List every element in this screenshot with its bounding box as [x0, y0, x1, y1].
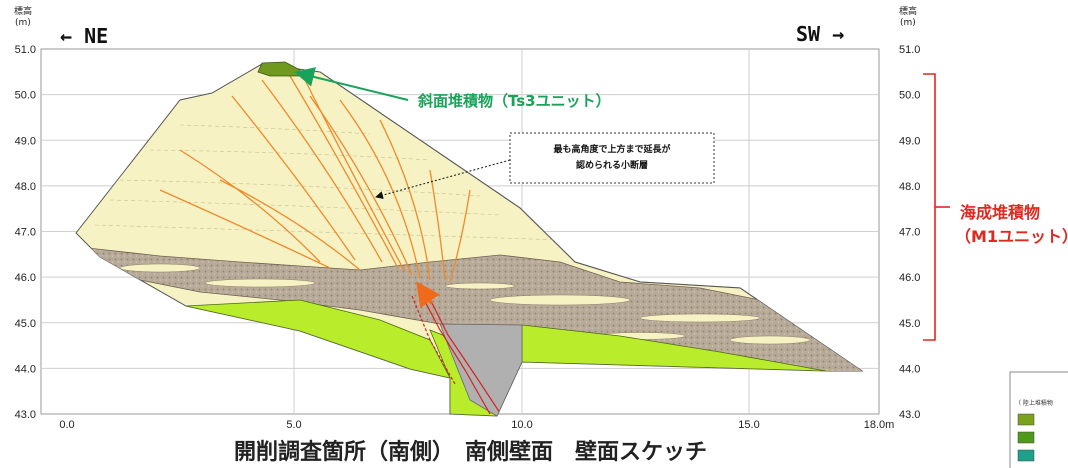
legend-swatch-1: [1017, 413, 1035, 426]
y-tick-right: 43.0: [899, 409, 920, 421]
figure-title: 開削調査箇所（南側） 南側壁面 壁面スケッチ: [234, 439, 707, 465]
y-tick-left: 43.0: [15, 409, 36, 421]
orange-small-faults: [159, 75, 471, 283]
elevation-kanji-left: 標高: [14, 5, 32, 17]
red-fault-lines: [411, 291, 503, 416]
y-tick-left: 49.0: [15, 135, 36, 147]
slope-deposit-arrow: [294, 67, 409, 101]
sand-bedding-lines: [94, 124, 561, 241]
y-tick-right: 48.0: [899, 181, 920, 193]
y-tick-right: 45.0: [899, 318, 920, 330]
y-tick-left: 46.0: [15, 272, 36, 284]
y-tick-left: 50.0: [15, 90, 36, 102]
fault-note-line1: 最も高角度で上方まで延長が: [553, 143, 671, 155]
elevation-unit-right: (m): [900, 18, 916, 28]
legend-swatch-2: [1017, 431, 1035, 444]
y-tick-left: 48.0: [15, 181, 36, 193]
y-tick-right: 44.0: [899, 363, 920, 375]
marine-deposit-bracket: [923, 73, 950, 341]
geologic-section: [75, 61, 864, 417]
legend-swatch-3: [1017, 449, 1035, 462]
x-axis-ticks: 0.0 5.0 10.0 15.0 18.0m: [59, 419, 894, 431]
x-tick: 18.0m: [864, 419, 895, 431]
y-tick-left: 45.0: [15, 318, 36, 330]
fault-note-arrow: [375, 159, 511, 199]
sand-lenses: [119, 263, 811, 345]
x-tick: 15.0: [738, 419, 759, 431]
fault-orange-arrow: [416, 281, 440, 309]
y-tick-right: 50.0: [899, 90, 920, 102]
x-tick: 10.0: [511, 419, 532, 431]
y-axis-ticks-right: 51.0 50.0 49.0 48.0 47.0 46.0 45.0 44.0 43.0: [899, 44, 920, 421]
y-tick-right: 49.0: [899, 135, 920, 147]
direction-ne-label: ← NE: [60, 24, 108, 48]
elevation-label-right: 標高 (m): [899, 5, 917, 28]
y-tick-right: 47.0: [899, 227, 920, 239]
slope-deposit-label: 斜面堆積物（Ts3ユニット）: [417, 92, 611, 110]
marine-deposit-label: 海成堆積物: [960, 203, 1040, 222]
legend-header: （ 陸上堆積物: [1015, 399, 1053, 407]
legend-box: （ 陸上堆積物: [1009, 371, 1068, 468]
elevation-kanji-right: 標高: [899, 5, 917, 17]
marine-deposit-unit: （M1ユニット）: [955, 227, 1068, 246]
elevation-unit-left: (m): [15, 18, 31, 28]
x-tick: 5.0: [286, 419, 301, 431]
fault-note-line2: 認められる小断層: [576, 159, 648, 171]
grey-block: [439, 323, 523, 416]
direction-sw-label: SW →: [796, 22, 844, 46]
y-tick-right: 51.0: [899, 44, 920, 56]
y-tick-left: 51.0: [15, 44, 36, 56]
y-tick-left: 44.0: [15, 363, 36, 375]
y-axis-ticks-left: 51.0 50.0 49.0 48.0 47.0 46.0 45.0 44.0 43.0: [15, 44, 36, 421]
fault-note-box: 最も高角度で上方まで延長が 認められる小断層: [375, 132, 715, 199]
y-tick-right: 46.0: [899, 272, 920, 284]
elevation-label-left: 標高 (m): [14, 5, 32, 28]
y-tick-left: 47.0: [15, 227, 36, 239]
x-tick: 0.0: [59, 419, 74, 431]
